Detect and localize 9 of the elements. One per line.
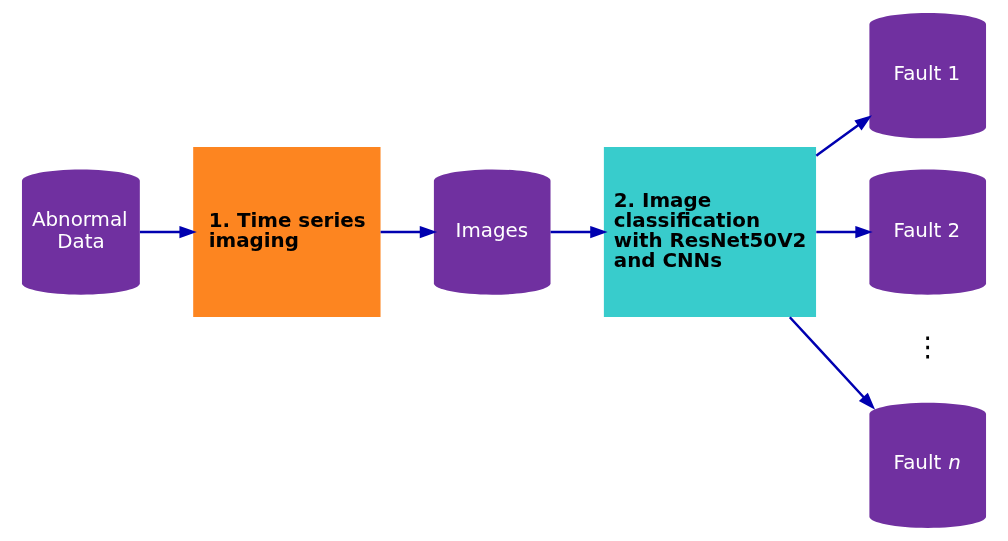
arrow xyxy=(380,225,438,239)
arrow xyxy=(139,225,197,239)
arrow xyxy=(550,225,608,239)
node-box: 1. Time series imaging xyxy=(193,147,381,318)
arrow xyxy=(815,115,872,157)
arrow xyxy=(816,225,873,239)
arrow xyxy=(788,316,876,410)
node-box: 2. Image classification with ResNet50V2 and CNNs xyxy=(603,147,817,318)
label: ⋮ xyxy=(914,330,942,362)
